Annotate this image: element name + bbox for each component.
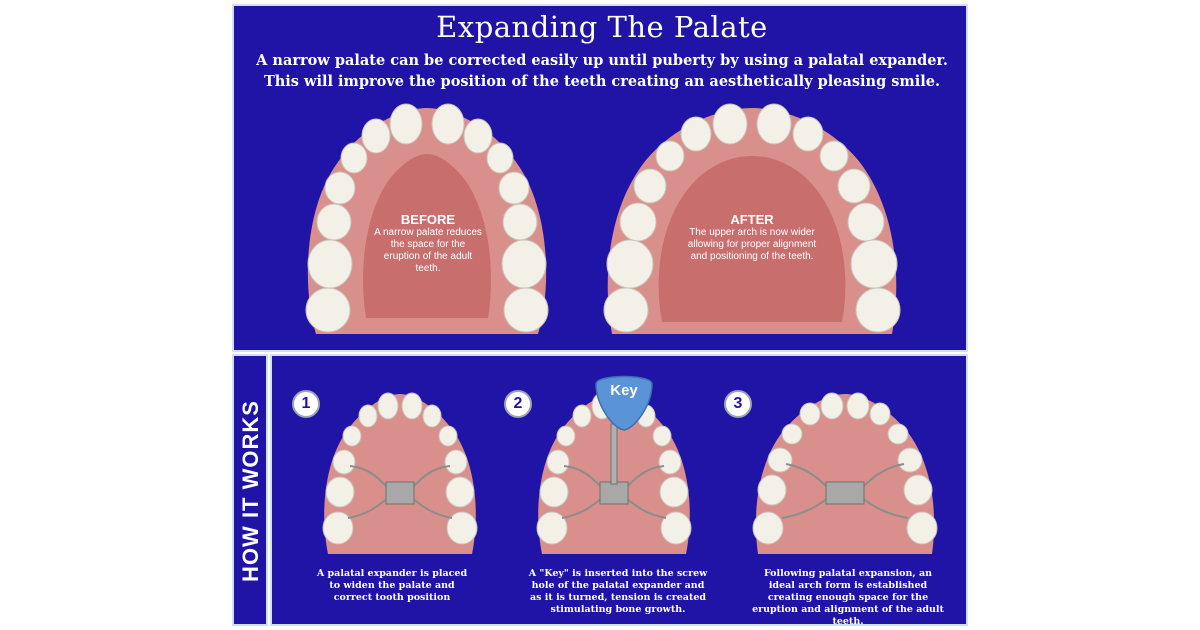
page-title: Expanding The Palate <box>436 10 768 44</box>
step-1-caption: A palatal expander is placed to widen th… <box>316 568 468 603</box>
poster: Expanding The Palate A narrow palate can… <box>232 4 968 627</box>
key-icon <box>595 375 653 431</box>
step-1-arch-illustration <box>322 392 478 554</box>
before-arch-illustration <box>305 103 549 334</box>
step-2-number: 2 <box>504 390 532 418</box>
top-panel: Expanding The Palate A narrow palate can… <box>232 4 968 352</box>
steps-panel: 1 A palatal expander is placed to widen … <box>270 354 968 627</box>
side-panel: HOW IT WORKS <box>232 354 268 626</box>
step-2-caption: A "Key" is inserted into the screw hole … <box>528 568 708 615</box>
step-3-caption: Following palatal expansion, an ideal ar… <box>752 568 944 627</box>
after-label: AFTER The upper arch is now wider allowi… <box>680 212 824 263</box>
intro-text: A narrow palate can be corrected easily … <box>256 52 948 90</box>
step-3-arch-illustration <box>752 392 938 554</box>
step-2-arch-illustration <box>536 392 692 554</box>
after-heading: AFTER <box>730 212 774 227</box>
before-heading: BEFORE <box>400 212 456 227</box>
how-it-works-label: HOW IT WORKS <box>238 400 263 582</box>
step-1-number: 1 <box>292 390 320 418</box>
before-label: BEFORE A narrow palate reduces the space… <box>372 212 484 275</box>
after-arch-illustration <box>603 103 901 334</box>
before-text: A narrow palate reduces the space for th… <box>374 227 482 274</box>
after-text: The upper arch is now wider allowing for… <box>687 227 817 262</box>
key-label: Key <box>610 382 638 399</box>
step-3-number: 3 <box>724 390 752 418</box>
